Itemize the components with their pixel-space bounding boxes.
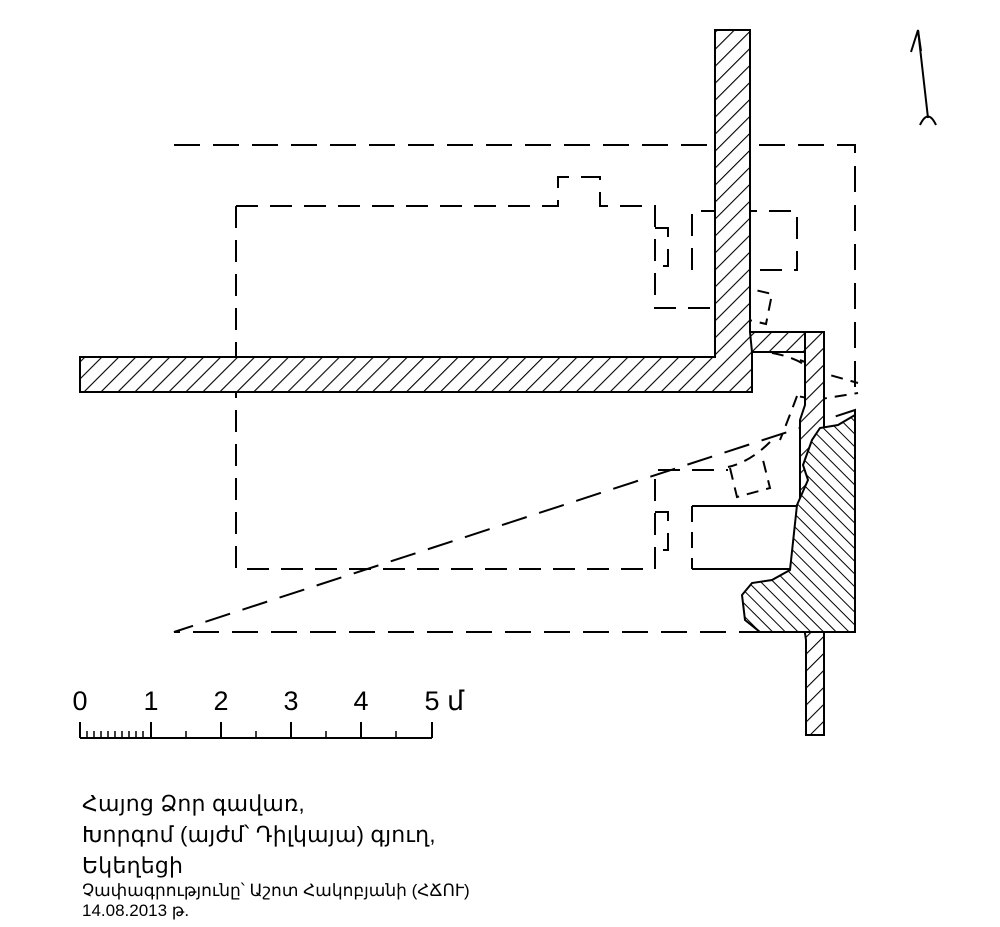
scale-tick-1: 1 (143, 686, 158, 716)
caption-date: 14.08.2013 թ. (82, 901, 190, 920)
drawing-caption: Հայոց Ձոր գավառ, Խորգոմ (այժմ՝ Դիլկայա) … (82, 788, 682, 921)
scale-tick-0: 0 (72, 686, 87, 716)
scale-bar (79, 722, 433, 739)
caption-region: Հայոց Ձոր գավառ, (82, 791, 305, 816)
inner-hall-outline (235, 176, 798, 570)
scale-labels: 0 1 2 3 4 5 մ (72, 686, 465, 716)
preserved-masonry (740, 413, 856, 633)
scale-tick-3: 3 (283, 686, 298, 716)
scale-tick-4: 4 (353, 686, 368, 716)
scale-unit: մ (447, 686, 465, 716)
outer-wall-outline (173, 144, 856, 633)
caption-credit: Չափագրությունը՝ Աշոտ Հակոբյանի (ՀՃՈՒ) (82, 881, 470, 900)
scale-tick-2: 2 (213, 686, 228, 716)
modern-wall-segment (748, 331, 806, 353)
modern-wall-horizontal (79, 29, 753, 393)
north-arrow-icon (910, 29, 937, 126)
caption-village: Խորգոմ (այժմ՝ Դիլկայա) գյուղ, (82, 822, 436, 847)
caption-building: Եկեղեցի (82, 853, 184, 878)
scale-tick-5: 5 (424, 686, 439, 716)
